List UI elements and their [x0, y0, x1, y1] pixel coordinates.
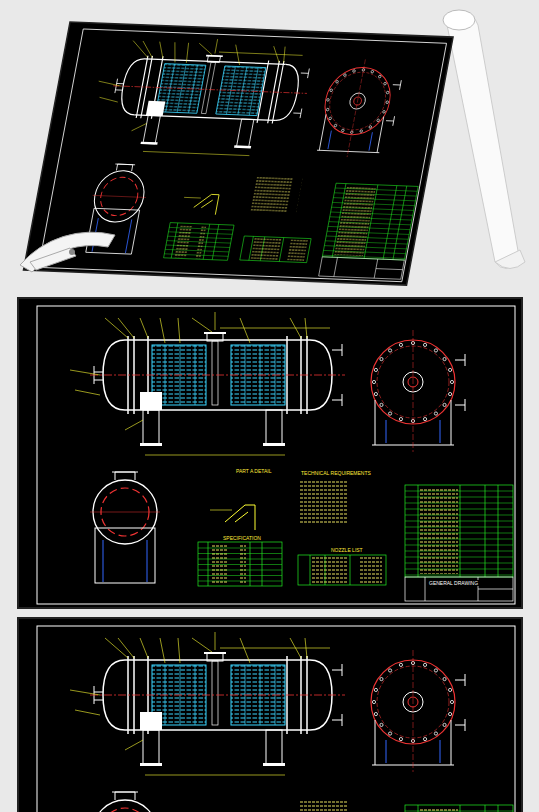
notes-title: TECHNICAL REQUIREMENTS — [300, 470, 372, 476]
table-title: SPECIFICATION — [222, 535, 262, 541]
title-block-text: GENERAL DRAWING — [428, 580, 479, 586]
table-title: NOZZLE LIST — [330, 547, 364, 553]
detail-title: PART A DETAIL — [235, 468, 272, 474]
